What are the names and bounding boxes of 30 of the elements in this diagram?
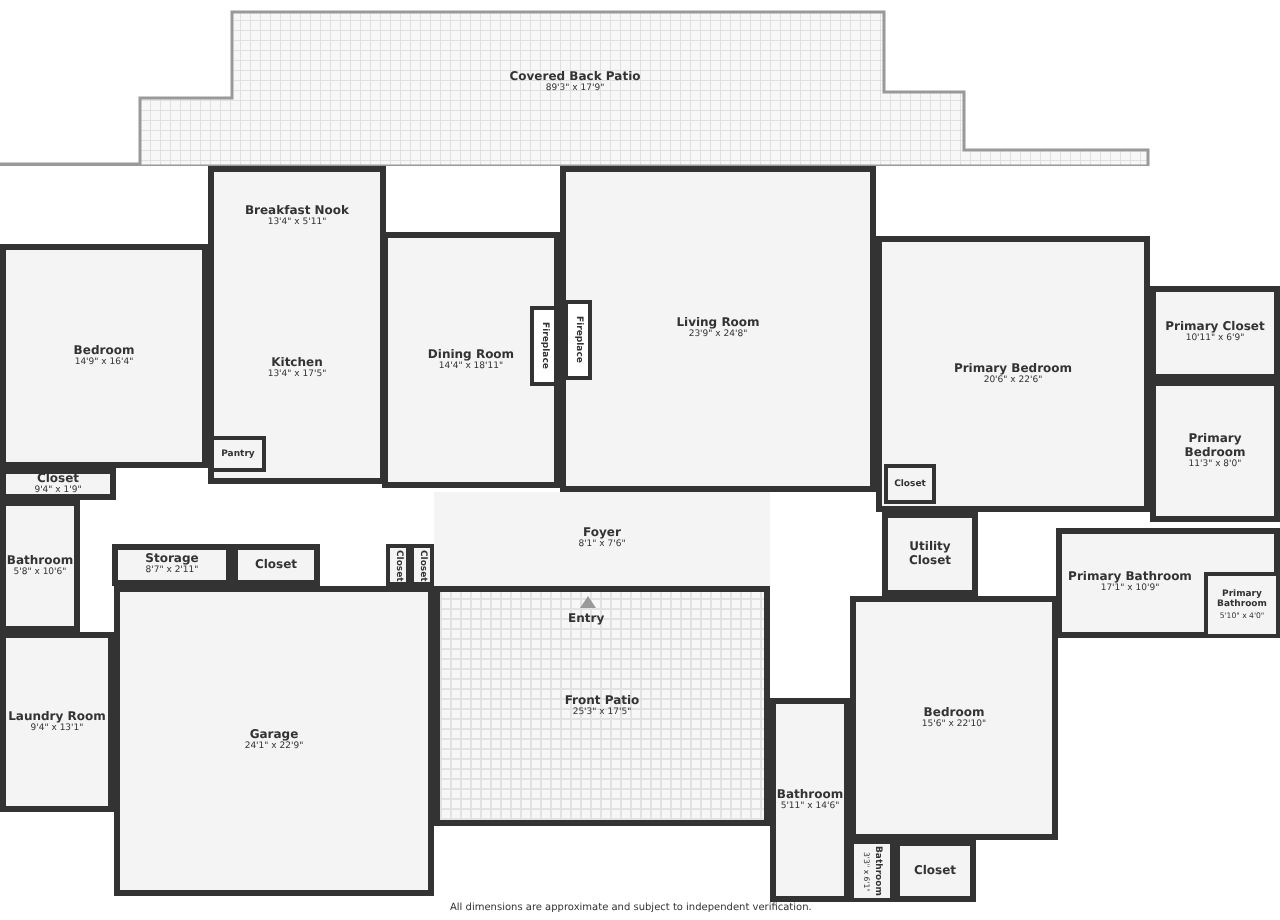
room-outline [770, 698, 850, 902]
room-outline [232, 544, 320, 586]
room-outline [0, 468, 116, 500]
fireplace-outline [564, 300, 592, 380]
room-outline [894, 840, 976, 902]
room-outline [0, 500, 80, 632]
room-outline [208, 260, 386, 484]
room-outline [386, 544, 410, 586]
fireplace-outline [530, 306, 558, 386]
room-outline [208, 166, 386, 260]
room-outline [1150, 286, 1280, 380]
room-outline [876, 236, 1150, 512]
room-outline [434, 492, 770, 586]
room-outline [0, 244, 208, 468]
room-outline [884, 464, 936, 504]
room-outline [114, 586, 434, 896]
room-outline [882, 512, 978, 596]
room-outline [410, 544, 434, 586]
patio-area [434, 586, 770, 826]
room-outline [210, 436, 266, 472]
room-outline [850, 596, 1058, 840]
room-outline [560, 166, 876, 492]
room-outline [112, 544, 232, 586]
room-outline [382, 232, 560, 488]
patio-area [0, 10, 1150, 166]
room-outline [1056, 528, 1280, 638]
room-outline [1204, 572, 1280, 638]
room-outline [850, 840, 894, 902]
room-outline [1150, 380, 1280, 522]
room-outline [0, 632, 114, 812]
